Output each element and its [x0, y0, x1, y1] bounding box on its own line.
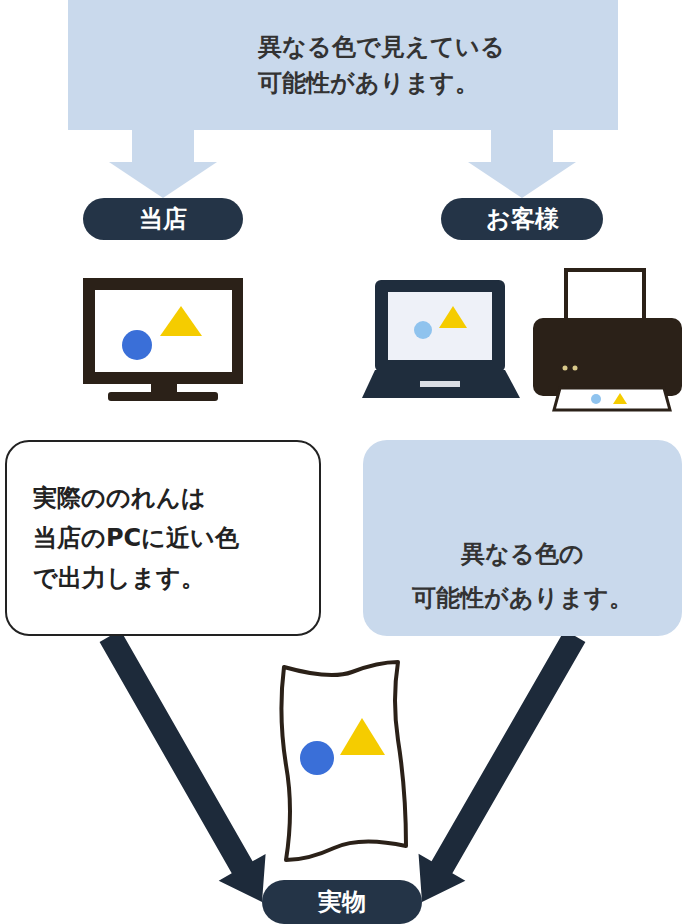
node-text: 異なる色で見えている 可能性があります。	[258, 29, 520, 101]
laptop-illustration	[362, 280, 520, 398]
node-text: お客様	[486, 204, 559, 234]
warning-band: 異なる色で見えている 可能性があります。	[68, 0, 618, 130]
node-text: 当店	[139, 204, 187, 234]
node-text: 実物	[318, 887, 366, 917]
warning-box: 異なる色の 可能性があります。	[363, 440, 682, 636]
label-pill: 当店	[83, 198, 243, 240]
flow-arrow	[109, 127, 217, 198]
flow-arrow	[100, 630, 266, 902]
printer-illustration	[533, 270, 682, 410]
node-text: 実際ののれんは 当店のPCに近い色 で出力します。	[33, 478, 273, 598]
label-pill: お客様	[441, 198, 603, 240]
monitor-illustration	[83, 278, 243, 401]
node-text: 異なる色の 可能性があります。	[378, 532, 668, 620]
fabric-illustration	[281, 662, 406, 860]
flow-arrow	[419, 630, 586, 902]
label-pill: 実物	[262, 880, 422, 924]
note-box: 実際ののれんは 当店のPCに近い色 で出力します。	[5, 440, 321, 636]
flow-arrow	[468, 127, 576, 198]
